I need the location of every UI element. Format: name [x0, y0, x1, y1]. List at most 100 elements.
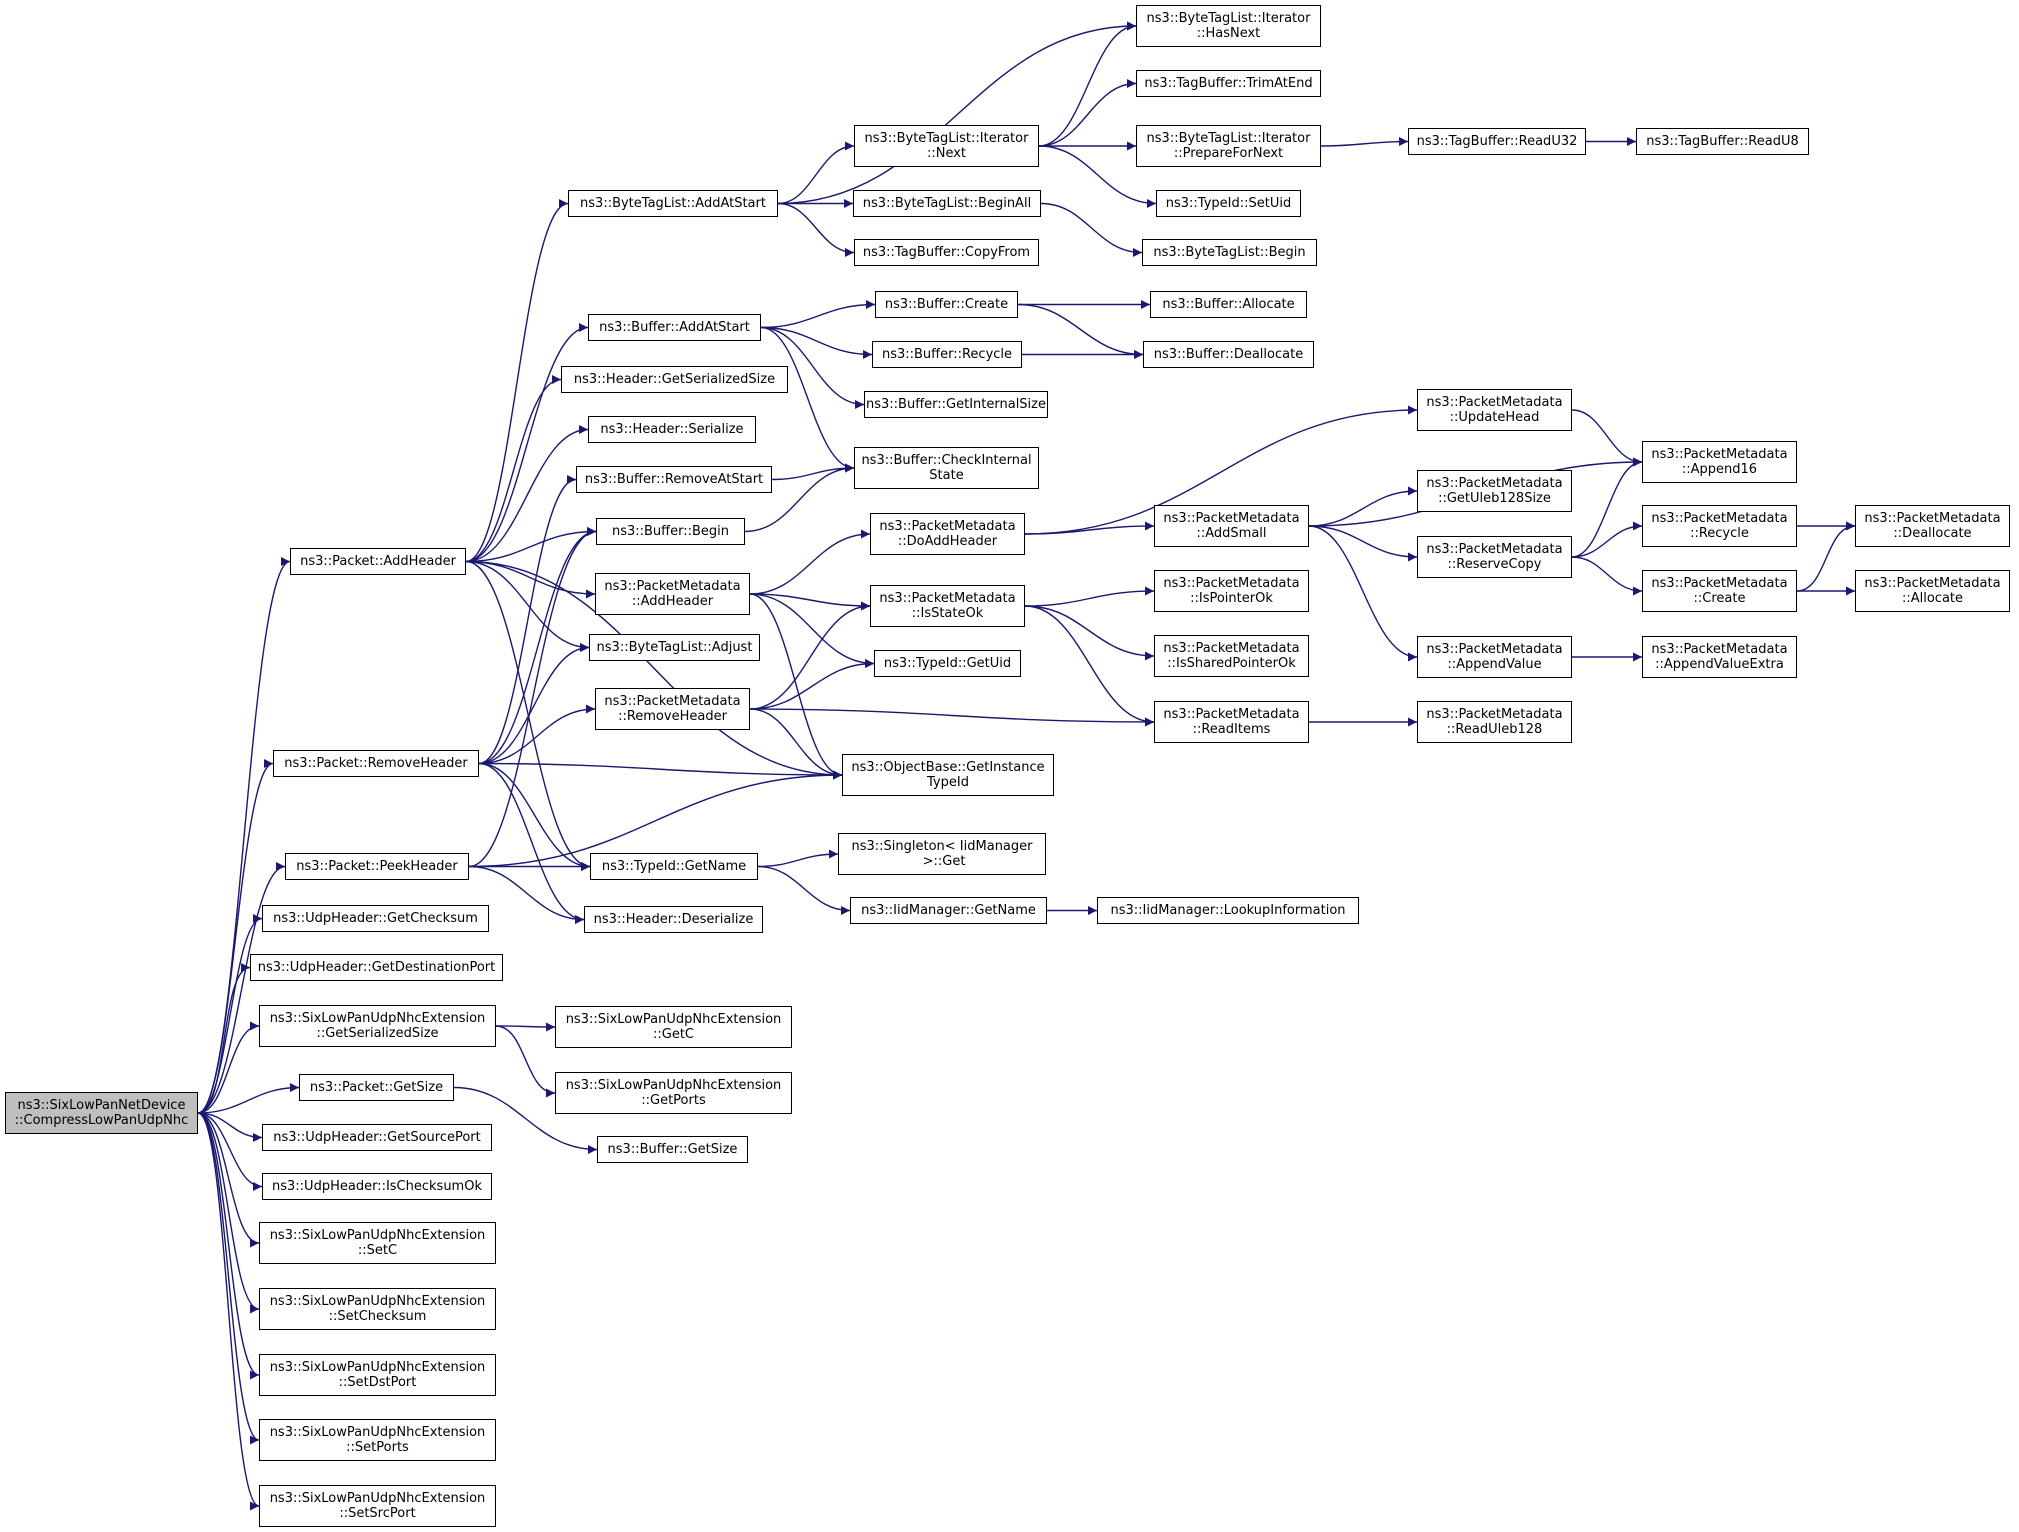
node-hdr-get-ser-size[interactable]: ns3::Header::GetSerializedSize [561, 366, 788, 393]
node-tb-copy-from[interactable]: ns3::TagBuffer::CopyFrom [854, 239, 1039, 266]
edge-addHeader-to-btlAdjust [465, 560, 590, 652]
edge-addHeader-to-bufAddAtStart [465, 323, 589, 563]
node-buf-deallocate[interactable]: ns3::Buffer::Deallocate [1143, 341, 1314, 368]
edge-root-to-nhcGetSerSize [197, 1021, 260, 1114]
node-pkt-get-size[interactable]: ns3::Packet::GetSize [299, 1074, 454, 1101]
edge-pktGetSize-to-bufGetSize [453, 1086, 598, 1154]
edge-btliNext-to-btliHasNext [1038, 21, 1137, 147]
node-remove-header[interactable]: ns3::Packet::RemoveHeader [273, 750, 479, 777]
edge-peekHeader-to-hdrDeserialize [468, 865, 585, 924]
edge-removeHeader-to-bufRemoveAtStart [478, 475, 577, 765]
node-nhc-get-ser-size[interactable]: ns3::SixLowPanUdpNhcExtension ::GetSeria… [259, 1005, 496, 1047]
node-iid-get-name[interactable]: ns3::IidManager::GetName [850, 897, 1047, 924]
node-type-id-get-name[interactable]: ns3::TypeId::GetName [590, 853, 758, 880]
node-nhc-set-ports[interactable]: ns3::SixLowPanUdpNhcExtension ::SetPorts [259, 1419, 496, 1461]
node-type-id-set-uid[interactable]: ns3::TypeId::SetUid [1156, 190, 1301, 217]
node-hdr-deserialize[interactable]: ns3::Header::Deserialize [584, 906, 763, 933]
edge-pmAddSmall-to-pmAppendValue [1308, 525, 1418, 662]
node-nhc-set-dst-port[interactable]: ns3::SixLowPanUdpNhcExtension ::SetDstPo… [259, 1354, 496, 1396]
node-pm-remove-header[interactable]: ns3::PacketMetadata ::RemoveHeader [595, 688, 750, 730]
edge-root-to-removeHeader [197, 759, 274, 1114]
edge-typeIdGetName-to-iidGetName [757, 865, 851, 915]
node-udp-is-checksum-ok[interactable]: ns3::UdpHeader::IsChecksumOk [262, 1173, 492, 1200]
node-pm-append-value[interactable]: ns3::PacketMetadata ::AppendValue [1417, 636, 1572, 678]
edge-btliPrepareForNext-to-tbReadU32 [1320, 137, 1409, 147]
node-pm-recycle[interactable]: ns3::PacketMetadata ::Recycle [1642, 505, 1797, 547]
node-pm-allocate[interactable]: ns3::PacketMetadata ::Allocate [1855, 570, 2010, 612]
node-pm-add-header[interactable]: ns3::PacketMetadata ::AddHeader [595, 573, 750, 615]
node-btl-add-at-start[interactable]: ns3::ByteTagList::AddAtStart [568, 190, 778, 217]
edge-pmReserveCopy-to-pmAppend16 [1571, 457, 1643, 558]
edge-addHeader-to-obGetInstanceTypeId [465, 560, 843, 780]
edge-pmIsStateOk-to-pmIsPointerOk [1024, 586, 1155, 607]
node-pm-deallocate[interactable]: ns3::PacketMetadata ::Deallocate [1855, 505, 2010, 547]
node-udp-get-checksum[interactable]: ns3::UdpHeader::GetChecksum [262, 905, 489, 932]
node-btl-adjust[interactable]: ns3::ByteTagList::Adjust [589, 634, 760, 661]
node-buf-add-at-start[interactable]: ns3::Buffer::AddAtStart [588, 314, 761, 341]
node-tb-trim-at-end[interactable]: ns3::TagBuffer::TrimAtEnd [1136, 70, 1321, 97]
node-pm-update-head[interactable]: ns3::PacketMetadata ::UpdateHead [1417, 389, 1572, 431]
node-nhc-set-checksum[interactable]: ns3::SixLowPanUdpNhcExtension ::SetCheck… [259, 1288, 496, 1330]
edge-removeHeader-to-pmRemoveHeader [478, 704, 596, 765]
node-peek-header[interactable]: ns3::Packet::PeekHeader [285, 853, 469, 880]
edge-pmAddHeader-to-obGetInstanceTypeId [749, 593, 843, 780]
node-buf-create[interactable]: ns3::Buffer::Create [875, 291, 1018, 318]
edge-root-to-pktGetSize [197, 1083, 300, 1114]
edge-pmReserveCopy-to-pmCreate [1571, 556, 1643, 596]
node-pm-add-small[interactable]: ns3::PacketMetadata ::AddSmall [1154, 505, 1309, 547]
node-add-header[interactable]: ns3::Packet::AddHeader [290, 548, 466, 575]
node-buf-get-internal-size[interactable]: ns3::Buffer::GetInternalSize [864, 391, 1048, 418]
edge-removeHeader-to-obGetInstanceTypeId [478, 762, 843, 780]
edge-peekHeader-to-obGetInstanceTypeId [468, 770, 843, 868]
node-pm-is-state-ok[interactable]: ns3::PacketMetadata ::IsStateOk [870, 585, 1025, 627]
node-udp-get-dst-port[interactable]: ns3::UdpHeader::GetDestinationPort [250, 954, 503, 981]
edge-addHeader-to-hdrSerialize [465, 425, 589, 563]
edge-pmIsStateOk-to-pmIsSharedPointerOk [1024, 605, 1155, 661]
node-ob-get-instance-type-id[interactable]: ns3::ObjectBase::GetInstance TypeId [842, 754, 1054, 796]
node-btli-prepare-for-next[interactable]: ns3::ByteTagList::Iterator ::PrepareForN… [1136, 125, 1321, 167]
edge-removeHeader-to-bufBegin [478, 527, 597, 765]
node-nhc-set-src-port[interactable]: ns3::SixLowPanUdpNhcExtension ::SetSrcPo… [259, 1485, 496, 1527]
edge-removeHeader-to-hdrDeserialize [478, 762, 585, 924]
node-iid-lookup-information[interactable]: ns3::IidManager::LookupInformation [1097, 897, 1359, 924]
node-pm-do-add-header[interactable]: ns3::PacketMetadata ::DoAddHeader [870, 513, 1025, 555]
edge-pmAddHeader-to-pmDoAddHeader [749, 529, 871, 595]
edge-peekHeader-to-bufBegin [468, 527, 597, 868]
node-buf-get-size[interactable]: ns3::Buffer::GetSize [597, 1136, 748, 1163]
node-buf-begin[interactable]: ns3::Buffer::Begin [596, 518, 745, 545]
node-udp-get-src-port[interactable]: ns3::UdpHeader::GetSourcePort [262, 1124, 492, 1151]
node-nhc-get-ports[interactable]: ns3::SixLowPanUdpNhcExtension ::GetPorts [555, 1072, 792, 1114]
node-btl-begin-all[interactable]: ns3::ByteTagList::BeginAll [853, 190, 1041, 217]
edge-pmAddSmall-to-pmReserveCopy [1308, 525, 1418, 562]
edge-bufBegin-to-bufCheckInternalState [744, 463, 855, 533]
node-tb-read-u8[interactable]: ns3::TagBuffer::ReadU8 [1636, 128, 1809, 155]
node-pm-is-shared-pointer-ok[interactable]: ns3::PacketMetadata ::IsSharedPointerOk [1154, 635, 1309, 677]
edge-btliNext-to-typeIdSetUid [1038, 145, 1157, 208]
node-type-id-get-uid[interactable]: ns3::TypeId::GetUid [874, 650, 1021, 677]
node-buf-check-internal-state[interactable]: ns3::Buffer::CheckInternal State [854, 447, 1039, 489]
edge-pmRemoveHeader-to-pmReadItems [749, 708, 1155, 727]
node-pm-reserve-copy[interactable]: ns3::PacketMetadata ::ReserveCopy [1417, 536, 1572, 578]
node-pm-read-items[interactable]: ns3::PacketMetadata ::ReadItems [1154, 701, 1309, 743]
edge-removeHeader-to-typeIdGetName [478, 762, 591, 871]
node-btl-begin[interactable]: ns3::ByteTagList::Begin [1142, 239, 1317, 266]
node-nhc-set-c[interactable]: ns3::SixLowPanUdpNhcExtension ::SetC [259, 1222, 496, 1264]
node-singleton-get[interactable]: ns3::Singleton< IidManager >::Get [838, 833, 1046, 875]
edge-pmDoAddHeader-to-pmAddSmall [1024, 521, 1155, 535]
node-pm-is-pointer-ok[interactable]: ns3::PacketMetadata ::IsPointerOk [1154, 570, 1309, 612]
node-pm-append-value-extra[interactable]: ns3::PacketMetadata ::AppendValueExtra [1642, 636, 1797, 678]
node-buf-recycle[interactable]: ns3::Buffer::Recycle [872, 341, 1022, 368]
node-buf-remove-at-start[interactable]: ns3::Buffer::RemoveAtStart [576, 466, 772, 493]
node-hdr-serialize[interactable]: ns3::Header::Serialize [588, 416, 756, 443]
node-btli-next[interactable]: ns3::ByteTagList::Iterator ::Next [854, 125, 1039, 167]
node-buf-allocate[interactable]: ns3::Buffer::Allocate [1150, 291, 1307, 318]
node-pm-get-uleb128-size[interactable]: ns3::PacketMetadata ::GetUleb128Size [1417, 470, 1572, 512]
edge-bufAddAtStart-to-bufRecycle [760, 326, 873, 359]
node-pm-read-uleb128[interactable]: ns3::PacketMetadata ::ReadUleb128 [1417, 701, 1572, 743]
node-nhc-get-c[interactable]: ns3::SixLowPanUdpNhcExtension ::GetC [555, 1006, 792, 1048]
node-btli-has-next[interactable]: ns3::ByteTagList::Iterator ::HasNext [1136, 5, 1321, 47]
node-pm-append16[interactable]: ns3::PacketMetadata ::Append16 [1642, 441, 1797, 483]
node-pm-create[interactable]: ns3::PacketMetadata ::Create [1642, 570, 1797, 612]
node-tb-read-u32[interactable]: ns3::TagBuffer::ReadU32 [1408, 128, 1586, 155]
edge-bufAddAtStart-to-bufGetInternalSize [760, 326, 865, 409]
